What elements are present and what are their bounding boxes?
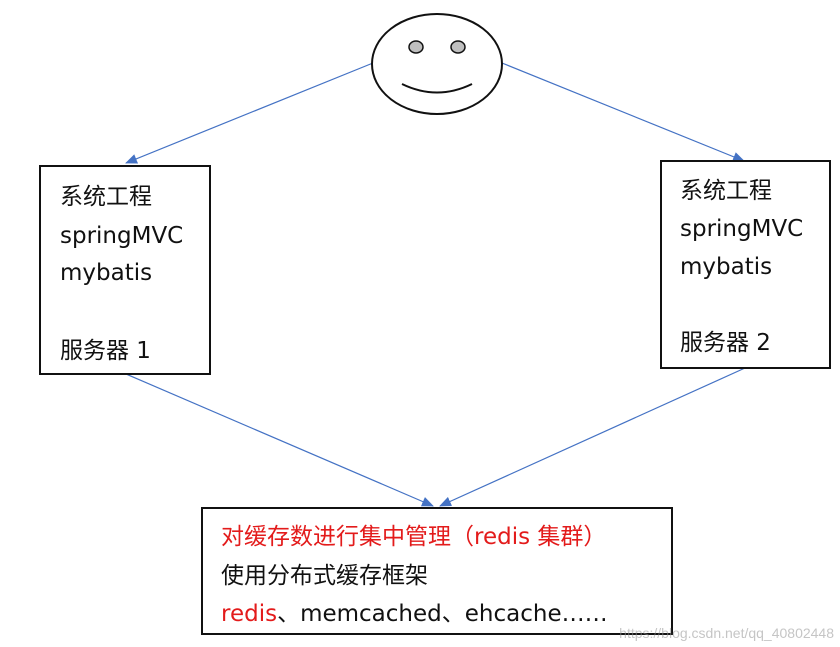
arrow-server2-to-cache (439, 367, 746, 507)
arrow-server1-to-cache (125, 373, 434, 507)
server2-label: 服务器 2 (680, 330, 771, 356)
server2-springmvc: springMVC (680, 216, 804, 242)
cache-framework-redis: redis (221, 601, 278, 627)
cache-subtitle: 使用分布式缓存框架 (221, 563, 428, 589)
server2-box: 系统工程 springMVC mybatis 服务器 2 (660, 160, 831, 369)
arrow-client-to-server1 (125, 62, 374, 164)
server2-system-project: 系统工程 (680, 178, 772, 204)
server2-mybatis: mybatis (680, 254, 773, 280)
smiley-face-icon (371, 13, 503, 115)
right-eye-icon (450, 40, 466, 54)
server1-system-project: 系统工程 (60, 184, 152, 210)
server1-springmvc: springMVC (60, 223, 184, 249)
watermark: https://blog.csdn.net/qq_40802448 (619, 625, 834, 641)
server1-label: 服务器 1 (60, 338, 151, 364)
cache-title: 对缓存数进行集中管理（redis 集群） (221, 524, 607, 550)
cache-framework-others: 、memcached、ehcache…… (277, 601, 608, 627)
cache-frameworks: redis、memcached、ehcache…… (221, 603, 608, 626)
left-eye-icon (408, 40, 424, 54)
server1-box: 系统工程 springMVC mybatis 服务器 1 (39, 165, 211, 375)
cache-box: 对缓存数进行集中管理（redis 集群） 使用分布式缓存框架 redis、mem… (201, 507, 673, 635)
arrow-client-to-server2 (501, 62, 745, 162)
mouth-icon (401, 83, 473, 94)
server1-mybatis: mybatis (60, 260, 153, 286)
